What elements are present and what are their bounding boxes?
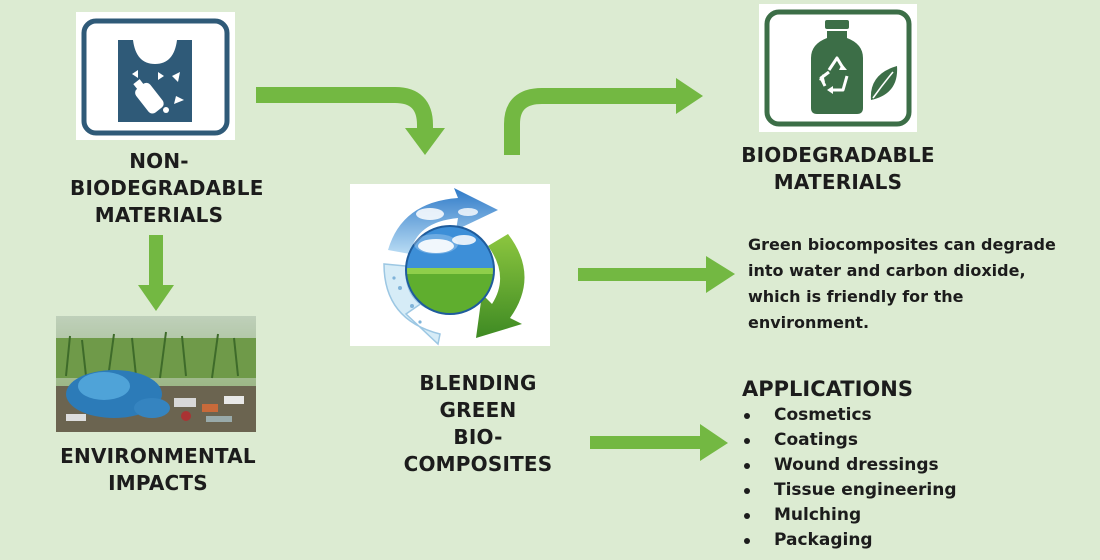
arrow-blending-to-description	[578, 256, 735, 293]
arrow-nonbio-to-impacts	[138, 235, 174, 311]
biodegradable-label: BIODEGRADABLE MATERIALS	[730, 142, 946, 196]
label-line: MATERIALS	[773, 170, 903, 194]
eco-bottle-icon	[764, 9, 912, 127]
description-line: Green biocomposites can degrade	[748, 235, 1056, 254]
plastic-waste-photo	[56, 316, 256, 432]
recycle-globe-image	[350, 184, 550, 346]
label-line: MATERIALS	[94, 203, 224, 227]
application-item: Mulching	[742, 503, 1082, 528]
description-line: which is friendly for the	[748, 287, 964, 306]
blending-label: BLENDING GREEN BIO-COMPOSITES	[380, 370, 576, 478]
arrow-blending-to-applications	[590, 424, 728, 461]
label-line: NON-	[129, 149, 189, 173]
environmental-impacts-label: ENVIRONMENTAL IMPACTS	[48, 443, 268, 497]
label-line: ENVIRONMENTAL	[60, 444, 256, 468]
label-line: BIODEGRADABLE	[70, 176, 264, 200]
application-item: Tissue engineering	[742, 478, 1082, 503]
degradation-description: Green biocomposites can degrade into wat…	[748, 232, 1088, 336]
application-item: Wound dressings	[742, 453, 1082, 478]
application-item: Packaging	[742, 528, 1082, 553]
label-line: IMPACTS	[108, 471, 208, 495]
applications-list: Cosmetics Coatings Wound dressings Tissu…	[742, 403, 1082, 553]
application-item: Coatings	[742, 428, 1082, 453]
application-item: Cosmetics	[742, 403, 1082, 428]
applications-title: APPLICATIONS	[742, 377, 913, 401]
arrow-blending-to-bio	[504, 78, 703, 155]
label-line: BIODEGRADABLE	[741, 143, 935, 167]
description-line: into water and carbon dioxide,	[748, 261, 1026, 280]
label-line: BLENDING	[419, 371, 537, 395]
non-biodegradable-label: NON- BIODEGRADABLE MATERIALS	[70, 148, 264, 229]
arrow-nonbio-to-blending	[256, 87, 445, 155]
plastic-bag-icon	[81, 18, 230, 136]
non-biodegradable-icon-panel	[76, 12, 235, 140]
description-line: environment.	[748, 313, 870, 332]
label-line: GREEN	[439, 398, 517, 422]
biodegradable-icon-panel	[759, 4, 917, 132]
label-line: BIO-COMPOSITES	[403, 425, 553, 476]
applications-section: APPLICATIONS Cosmetics Coatings Wound dr…	[742, 377, 1082, 553]
